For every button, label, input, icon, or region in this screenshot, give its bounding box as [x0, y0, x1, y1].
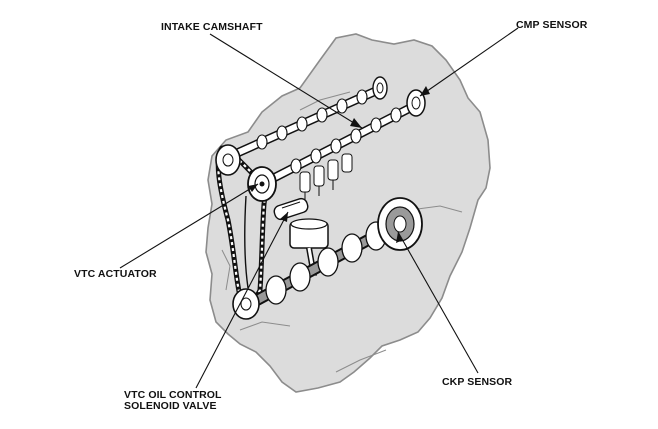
leader-cmp-sensor	[419, 27, 519, 97]
leader-vtc-oil-control	[195, 211, 289, 389]
valve-springs	[299, 153, 353, 200]
leader-arrowheads	[248, 86, 430, 243]
vtc-actuator	[247, 166, 277, 202]
cmp-sensor	[406, 89, 426, 117]
engine-block-inner-lines	[221, 91, 463, 373]
leader-lines	[119, 27, 519, 389]
intake-cam-sprocket	[215, 144, 241, 176]
label-cmp-sensor: CMP SENSOR	[516, 20, 587, 31]
label-cmp-sensor-text: CMP SENSOR	[516, 19, 588, 31]
label-intake-camshaft-text: INTAKE CAMSHAFT	[161, 21, 263, 33]
chain-guide	[243, 195, 249, 289]
label-ckp-sensor-text: CKP SENSOR	[442, 376, 513, 388]
label-ckp-sensor: CKP SENSOR	[442, 377, 512, 388]
label-intake-camshaft: INTAKE CAMSHAFT	[161, 22, 263, 33]
piston	[289, 218, 329, 277]
leader-vtc-actuator	[119, 183, 259, 269]
exhaust-camshaft	[257, 101, 419, 189]
intake-camshaft	[221, 76, 388, 163]
label-vtc-oil-control-solenoid-valve: VTC OIL CONTROL SOLENOID VALVE	[124, 390, 222, 412]
crank-sprocket	[232, 288, 260, 320]
label-vtc-oil-control-line2: SOLENOID VALVE	[124, 400, 217, 412]
label-vtc-oil-control-line1: VTC OIL CONTROL	[124, 389, 222, 401]
leader-ckp-sensor	[397, 231, 479, 374]
engine-block-outline	[205, 33, 491, 393]
label-vtc-actuator-text: VTC ACTUATOR	[74, 268, 157, 280]
label-vtc-actuator: VTC ACTUATOR	[74, 269, 157, 280]
crankshaft	[240, 220, 400, 312]
vtc-oil-control-solenoid-valve	[273, 197, 309, 221]
ckp-sensor	[377, 197, 423, 251]
leader-intake-camshaft	[209, 33, 363, 129]
